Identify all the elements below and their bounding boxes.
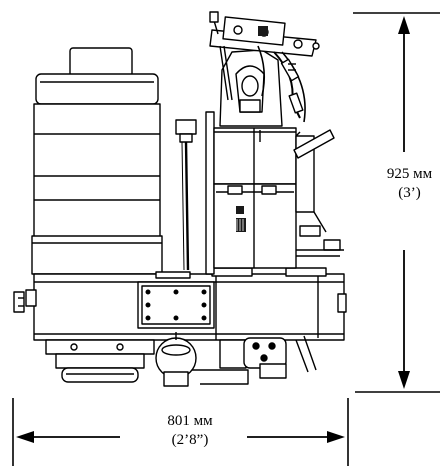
cover-plate — [137, 281, 215, 329]
width-imperial: (2’8”) — [171, 432, 209, 448]
height-imperial: (3’) — [398, 185, 421, 201]
height-arrow-head-down — [398, 371, 410, 389]
left-bracket — [13, 291, 25, 313]
width-dimension-label: 801 мм (2’8”) — [140, 412, 240, 450]
pump-unit — [192, 335, 317, 385]
column-pipe — [175, 119, 197, 271]
height-arrow-head-up — [398, 16, 410, 34]
valve-assembly — [209, 11, 320, 127]
round-port — [155, 332, 197, 387]
right-brackets — [296, 225, 344, 257]
width-metric: 801 мм — [167, 413, 213, 429]
bottom-gearbox — [45, 339, 155, 383]
height-dimension — [353, 12, 440, 393]
height-metric: 925 мм — [386, 166, 433, 182]
width-arrow-head-left — [16, 431, 34, 443]
width-arrow-head-right — [327, 431, 345, 443]
hydraulic-hoses — [257, 45, 306, 123]
central-column — [205, 111, 335, 275]
width-dimension — [12, 398, 349, 466]
height-dimension-label: 925 мм (3’) — [372, 165, 445, 203]
motor-cylinder — [31, 47, 163, 275]
